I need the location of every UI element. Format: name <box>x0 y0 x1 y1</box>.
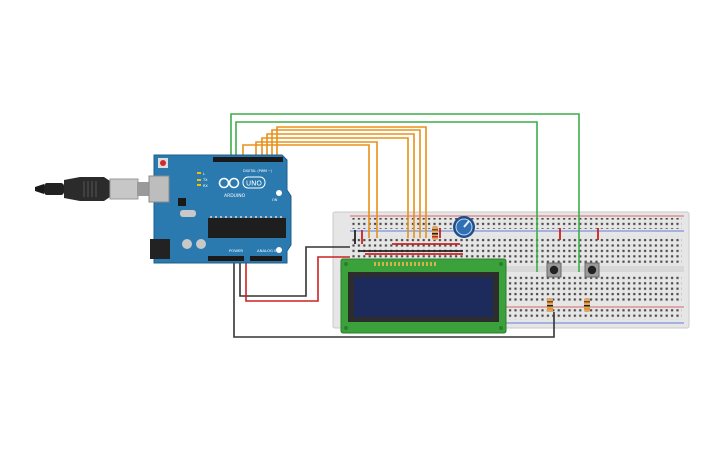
brand-label: ARDUINO <box>224 193 246 199</box>
wires-orange[interactable] <box>242 126 427 238</box>
dc-jack[interactable] <box>150 239 170 259</box>
analog-header[interactable] <box>250 256 282 261</box>
capacitor <box>182 239 192 249</box>
potentiometer[interactable] <box>453 216 475 238</box>
arduino-logo <box>218 177 240 189</box>
led-label-tx: TX <box>202 178 208 182</box>
lcd-screen <box>354 277 493 317</box>
wires-green[interactable] <box>230 113 580 272</box>
crystal <box>180 210 196 217</box>
power-header[interactable] <box>208 256 244 261</box>
power-rail-bottom <box>352 309 682 320</box>
mounting-hole <box>276 190 282 196</box>
led-label-l: L <box>203 172 205 176</box>
on-label: ON <box>272 198 278 202</box>
pushbutton[interactable] <box>584 262 600 278</box>
model-label: UNO <box>246 180 262 188</box>
led-l <box>197 172 201 174</box>
lcd-header-pins <box>374 262 436 266</box>
lcd-16x2[interactable] <box>340 258 507 334</box>
wires-black[interactable] <box>233 246 555 338</box>
power-header-label: POWER <box>229 248 243 253</box>
pushbutton[interactable] <box>546 262 562 278</box>
usb-cable[interactable] <box>35 177 153 201</box>
digital-header[interactable] <box>213 157 283 162</box>
mounting-hole <box>276 247 282 253</box>
usb-port[interactable] <box>148 175 170 203</box>
analog-header-label: ANALOG IN <box>257 248 278 253</box>
led-label-rx: RX <box>203 184 208 188</box>
digital-header-label: DIGITAL (PWM ~) <box>243 169 273 173</box>
microcontroller-chip <box>208 218 286 238</box>
led-tx <box>197 179 201 181</box>
capacitor <box>196 239 206 249</box>
resistor[interactable] <box>584 298 590 312</box>
resistor[interactable] <box>432 226 438 240</box>
resistor[interactable] <box>547 298 553 312</box>
power-rail-top <box>352 218 682 229</box>
wires-red[interactable] <box>245 256 350 302</box>
arduino-uno[interactable]: ARDUINO UNO DIGITAL (PWM ~) POWER ANALOG… <box>148 154 292 264</box>
led-rx <box>197 184 201 186</box>
icsp-header <box>178 198 186 206</box>
